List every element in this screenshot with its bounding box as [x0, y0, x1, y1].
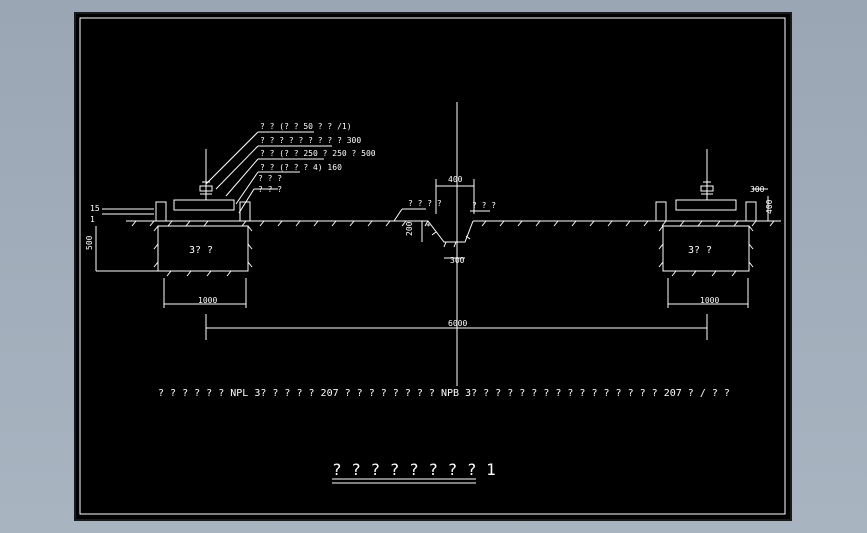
title-underline: [332, 478, 476, 484]
inner-border: [79, 17, 786, 515]
left-dim-small-2: 1: [90, 215, 95, 224]
left-foundation: [95, 131, 332, 308]
right-dim-top: 300: [750, 185, 765, 194]
overall-span-dim: [205, 314, 708, 340]
ditch-top-width: 400: [448, 175, 463, 184]
callout-3: ? ? (? ? 250 ? 250 ? 500: [260, 149, 376, 158]
drawing-frame: ? ? (? ? 50 ? ? /1) ? ? ? ? ? ? ? ? ? 30…: [74, 12, 792, 521]
ditch-mark: *: [426, 222, 431, 231]
ditch-depth: 200: [405, 221, 414, 236]
callout-5: ? ? ?: [258, 174, 282, 183]
ground-line: [126, 220, 781, 227]
cad-drawing: ? ? (? ? 50 ? ? /1) ? ? ? ? ? ? ? ? ? 30…: [79, 17, 786, 515]
left-base-dim: 1000: [198, 296, 217, 305]
ditch-bottom: 300: [450, 256, 465, 265]
drawing-title: ? ? ? ? ? ? ? ? 1: [332, 460, 496, 479]
left-dim-vertical: 500: [85, 235, 94, 250]
callout-4: ? ? (? ? ? 4) 160: [260, 163, 342, 172]
ditch-right-label: ? ? ?: [472, 201, 496, 210]
overall-span-label: 6000: [448, 319, 467, 328]
ditch-left-label: ? ? ? ?: [408, 199, 442, 208]
left-box-label: 3? ?: [189, 245, 213, 256]
right-box-label: 3? ?: [688, 245, 712, 256]
right-dim-vertical: 400: [765, 199, 774, 214]
right-foundation: [655, 149, 769, 308]
callout-6: ? ? ?: [258, 185, 282, 194]
left-dim-small-1: 15: [90, 204, 100, 213]
general-note: ? ? ? ? ? ? NPL 3? ? ? ? ? 207 ? ? ? ? ?…: [158, 388, 730, 399]
callout-1: ? ? (? ? 50 ? ? /1): [260, 122, 352, 131]
right-base-dim: 1000: [700, 296, 719, 305]
center-ditch: [393, 102, 490, 386]
callout-2: ? ? ? ? ? ? ? ? ? 300: [260, 136, 361, 145]
